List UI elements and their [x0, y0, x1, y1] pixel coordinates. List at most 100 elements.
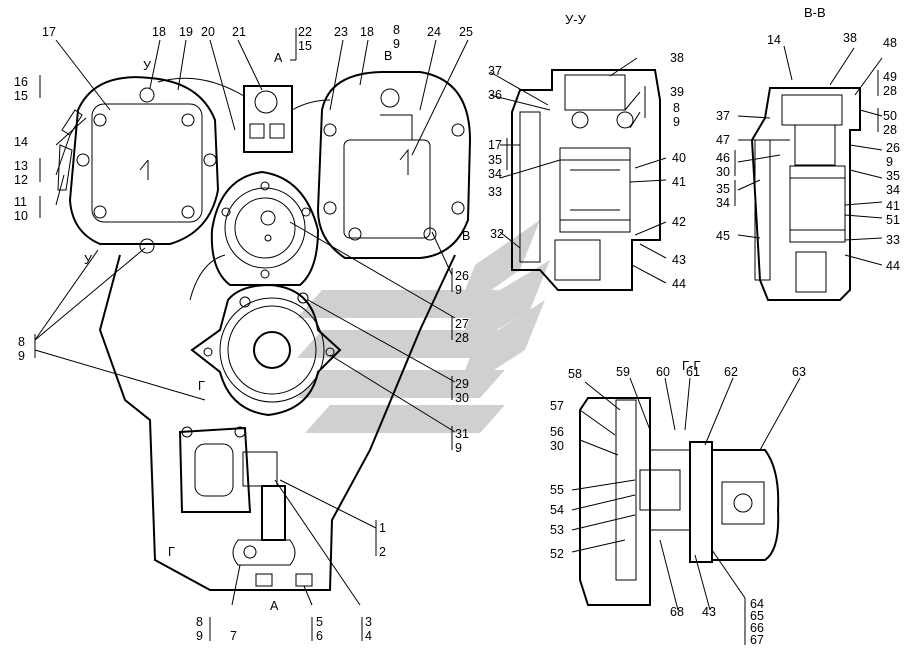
callout-label: 63 — [792, 365, 806, 379]
callout-label: 10 — [14, 209, 28, 223]
callout-label: 58 — [568, 367, 582, 381]
callout-label: 30 — [550, 439, 564, 453]
callout-label: 44 — [886, 259, 900, 273]
callout-label: 53 — [550, 523, 564, 537]
callout-label: 34 — [716, 196, 730, 210]
callout-label: 5 — [316, 615, 323, 629]
callouts-yy: 38 37 36 39 8 9 17 35 34 33 40 41 42 32 … — [488, 51, 686, 291]
callout-label: 28 — [455, 331, 469, 345]
callout-label: 31 — [455, 427, 469, 441]
section-title-yy: У-У — [565, 12, 587, 27]
callout-label: 17 — [488, 138, 502, 152]
callout-label: 46 — [716, 151, 730, 165]
view-marker: У — [84, 253, 92, 267]
section-yy — [489, 57, 667, 291]
callout-label: 65 — [750, 609, 764, 623]
callout-label: 12 — [14, 173, 28, 187]
callout-label: 35 — [886, 169, 900, 183]
callout-label: 38 — [670, 51, 684, 65]
callout-label: 14 — [14, 135, 28, 149]
callout-label: 49 — [883, 70, 897, 84]
callout-label: 35 — [488, 153, 502, 167]
callout-label: 59 — [616, 365, 630, 379]
callout-label: 28 — [883, 123, 897, 137]
callout-label: 28 — [883, 84, 897, 98]
callout-label: 15 — [298, 39, 312, 53]
callout-label: 41 — [886, 199, 900, 213]
main-assembly-view — [34, 28, 472, 641]
callout-label: 62 — [724, 365, 738, 379]
callout-label: 26 — [886, 141, 900, 155]
callout-label: 7 — [230, 629, 237, 643]
callout-label: 9 — [455, 441, 462, 455]
callout-label: 2 — [379, 545, 386, 559]
callout-label: 8 — [673, 101, 680, 115]
section-gg — [571, 377, 801, 645]
view-markers: У A В В У Г Г A — [84, 49, 470, 613]
callout-label: 38 — [843, 31, 857, 45]
callout-label: 60 — [656, 365, 670, 379]
view-marker: Г — [168, 545, 175, 559]
view-marker: У — [143, 59, 151, 73]
callout-label: 34 — [488, 167, 502, 181]
callout-label: 9 — [886, 155, 893, 169]
callout-label: 8 — [196, 615, 203, 629]
callout-label: 14 — [767, 33, 781, 47]
callout-label: 27 — [455, 317, 469, 331]
callout-label: 37 — [716, 109, 730, 123]
callout-label: 15 — [14, 89, 28, 103]
callout-label: 54 — [550, 503, 564, 517]
callout-label: 8 — [18, 335, 25, 349]
section-title-vv: В-В — [804, 5, 826, 20]
callout-label: 4 — [365, 629, 372, 643]
callout-label: 32 — [490, 227, 504, 241]
callout-label: 35 — [716, 182, 730, 196]
callout-label: 43 — [702, 605, 716, 619]
callout-label: 9 — [455, 283, 462, 297]
callout-label: 43 — [672, 253, 686, 267]
view-marker: A — [274, 51, 283, 65]
callout-label: 39 — [670, 85, 684, 99]
view-marker: В — [384, 49, 392, 63]
callout-label: 68 — [670, 605, 684, 619]
callouts-gg: 58 59 60 61 62 63 57 56 30 55 54 53 52 6… — [550, 365, 806, 647]
section-titles: У-У В-В Г-Г — [565, 5, 826, 373]
view-marker: В — [462, 229, 470, 243]
callout-label: 9 — [673, 115, 680, 129]
callout-label: 48 — [883, 36, 897, 50]
callout-label: 1 — [379, 521, 386, 535]
section-vv — [734, 45, 883, 301]
callout-label: 45 — [716, 229, 730, 243]
watermark-logo — [297, 220, 550, 433]
callout-label: 11 — [14, 195, 27, 209]
view-marker: Г — [198, 379, 205, 393]
callout-label: 64 — [750, 597, 764, 611]
callout-label: 8 — [393, 23, 400, 37]
callout-label: 9 — [18, 349, 25, 363]
callout-label: 19 — [179, 25, 193, 39]
callout-label: 29 — [455, 377, 469, 391]
callout-label: 30 — [716, 165, 730, 179]
callout-label: 20 — [201, 25, 215, 39]
callout-label: 9 — [393, 37, 400, 51]
callout-label: 67 — [750, 633, 764, 647]
callouts-main: 17 18 19 20 21 22 15 23 18 8 9 24 25 16 … — [14, 23, 473, 643]
section-title-gg: Г-Г — [682, 358, 700, 373]
callout-label: 36 — [488, 88, 502, 102]
callout-label: 50 — [883, 109, 897, 123]
callout-label: 51 — [886, 213, 900, 227]
callout-label: 33 — [886, 233, 900, 247]
view-marker: A — [270, 599, 279, 613]
callout-label: 30 — [455, 391, 469, 405]
callout-label: 13 — [14, 159, 28, 173]
callout-label: 37 — [488, 64, 502, 78]
callout-label: 44 — [672, 277, 686, 291]
callout-label: 18 — [152, 25, 166, 39]
callout-label: 23 — [334, 25, 348, 39]
callout-label: 34 — [886, 183, 900, 197]
callout-label: 33 — [488, 185, 502, 199]
callout-label: 41 — [672, 175, 686, 189]
callout-label: 22 — [298, 25, 312, 39]
callout-label: 61 — [686, 365, 700, 379]
